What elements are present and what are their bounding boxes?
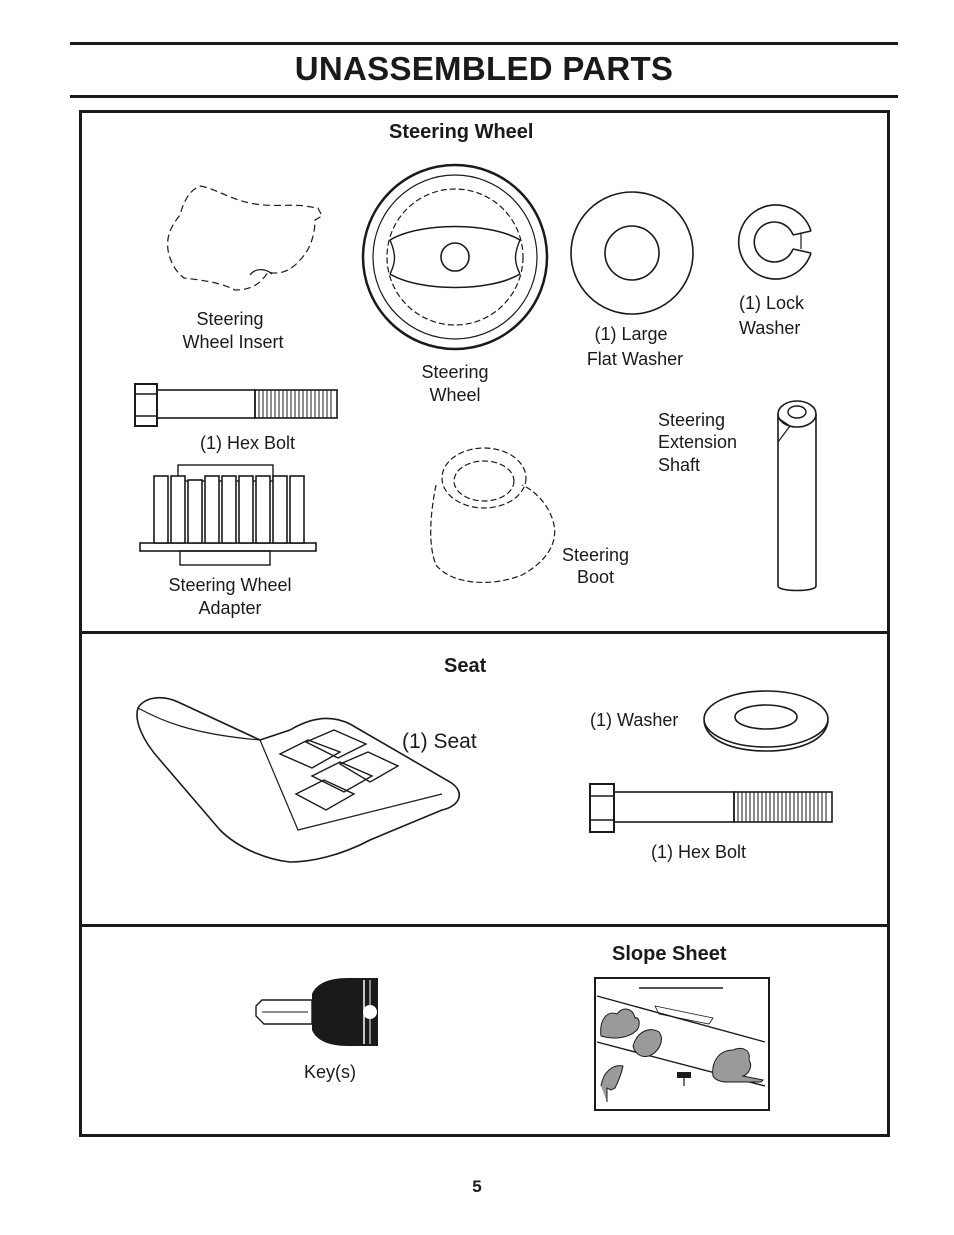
- seat-section-heading: Seat: [444, 655, 487, 677]
- shaft-label-line2: Extension: [658, 432, 738, 452]
- title-underline: [70, 95, 898, 98]
- adapter-label-line1: Steering Wheel: [168, 575, 292, 595]
- key-illustration: [255, 978, 378, 1046]
- seat-label: (1) Seat: [402, 730, 477, 753]
- boot-label-line1: Steering: [561, 545, 630, 565]
- lock-washer-illustration: [737, 204, 812, 280]
- seat-washer-illustration: [703, 690, 829, 752]
- boot-label-line2: Boot: [576, 567, 615, 587]
- insert-label-line2: Wheel Insert: [182, 332, 284, 352]
- steering-wheel-illustration: [361, 163, 549, 351]
- flat-washer-label-line2: Flat Washer: [586, 349, 684, 369]
- key-label: Key(s): [304, 1062, 357, 1082]
- page-title: UNASSEMBLED PARTS: [294, 50, 674, 87]
- steering-boot-illustration: [430, 447, 556, 584]
- top-rule: [70, 42, 898, 45]
- section-divider-2: [79, 924, 890, 927]
- lock-washer-label-line2: Washer: [739, 318, 801, 338]
- steering-wheel-adapter-illustration: [139, 464, 317, 566]
- shaft-label-line3: Shaft: [658, 455, 701, 475]
- hex-bolt-illustration-1: [134, 383, 338, 427]
- section-divider-1: [79, 631, 890, 634]
- insert-label-line1: Steering: [196, 309, 264, 329]
- slope-sheet-illustration: [594, 977, 770, 1111]
- steering-wheel-insert-illustration: [167, 185, 323, 291]
- lock-washer-label-line1: (1) Lock: [739, 293, 805, 313]
- wheel-label-line2: Wheel: [429, 385, 481, 405]
- parts-frame: [79, 110, 890, 1137]
- steering-extension-shaft-illustration: [777, 400, 817, 592]
- shaft-label-line1: Steering: [658, 410, 726, 430]
- steering-section-heading: Steering Wheel: [389, 121, 534, 143]
- hex-bolt-label-1: (1) Hex Bolt: [200, 433, 296, 453]
- adapter-label-line2: Adapter: [198, 598, 262, 618]
- large-flat-washer-illustration: [570, 191, 694, 315]
- wheel-label-line1: Steering: [421, 362, 489, 382]
- page-number: 5: [472, 1177, 482, 1196]
- hex-bolt-illustration-2: [589, 783, 833, 833]
- hex-bolt-label-2: (1) Hex Bolt: [651, 842, 747, 862]
- slope-sheet-heading: Slope Sheet: [612, 943, 727, 965]
- flat-washer-label-line1: (1) Large: [594, 324, 668, 344]
- seat-washer-label: (1) Washer: [590, 710, 679, 730]
- seat-illustration: [136, 696, 461, 863]
